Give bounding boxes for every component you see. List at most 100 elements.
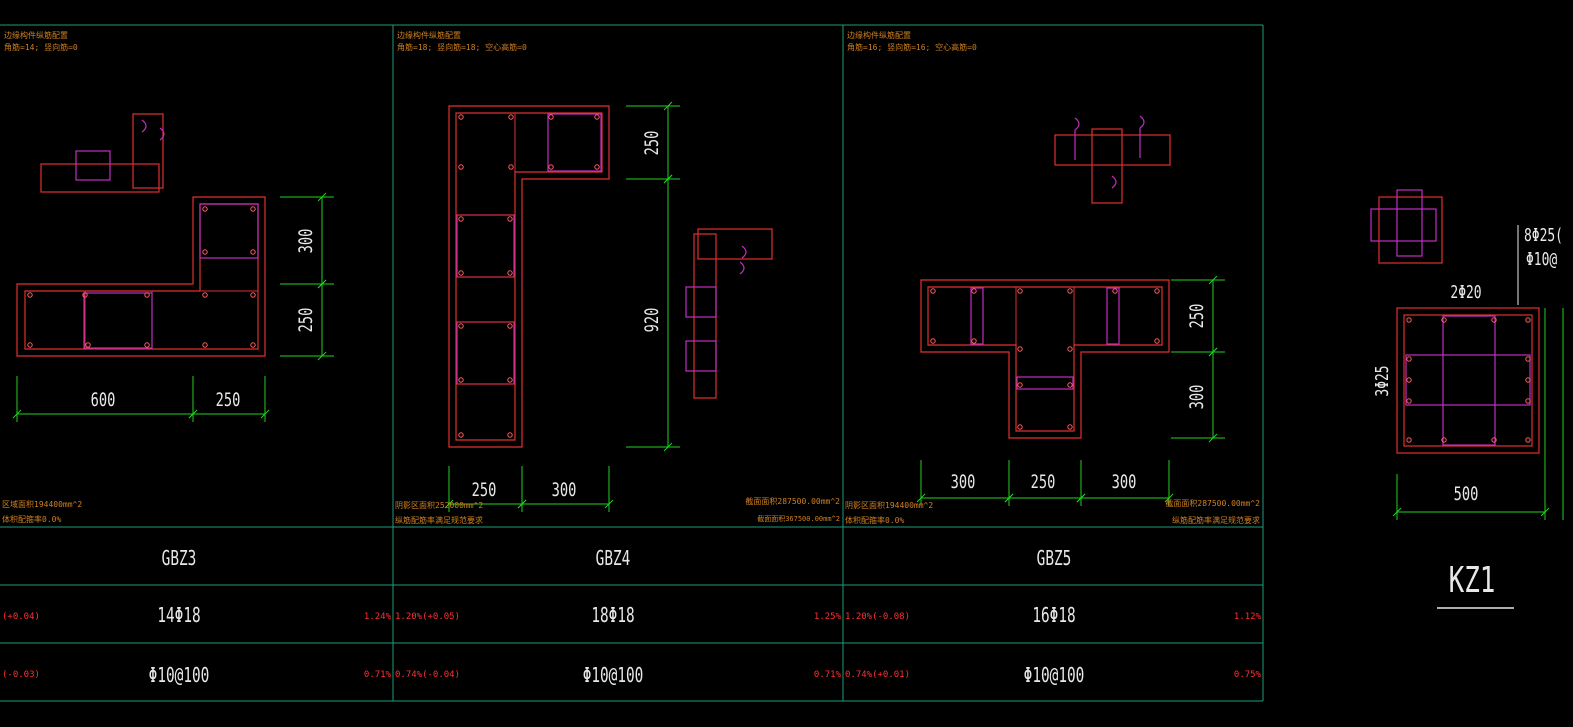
dimension-tick	[260, 409, 270, 419]
top-note: 角筋=14; 竖向筋=0	[4, 42, 78, 52]
ratio-right: 1.25%	[814, 612, 842, 622]
stirrup-inner	[83, 292, 153, 349]
rebar-dot	[971, 338, 977, 344]
rebar-dot	[458, 323, 464, 329]
ratio-left: (-0.03)	[2, 670, 40, 680]
dimension-text: 600	[91, 389, 116, 411]
detail-rect	[40, 163, 160, 193]
top-note: 角筋=16; 竖向筋=16; 空心高筋=0	[847, 42, 977, 52]
area-note: 截面面积287500.00mm^2	[745, 496, 840, 506]
dimension-tick	[1004, 493, 1014, 503]
dimension-text: 300	[295, 229, 317, 254]
stirrup-inner	[456, 214, 515, 278]
concrete-outline	[448, 105, 610, 448]
rebar-dot	[1491, 317, 1497, 323]
dimension-tick	[1076, 493, 1086, 503]
rebar-dot	[548, 164, 554, 170]
area-note: 阴影区面积194400mm^2	[845, 500, 933, 510]
rebar-dot	[250, 342, 256, 348]
dimension-text: 300	[552, 479, 577, 501]
rebar-dot	[930, 338, 936, 344]
detail-stirrup	[685, 340, 717, 372]
rebar-dot	[594, 164, 600, 170]
ratio-left: 1.20%(+0.05)	[395, 612, 460, 622]
rebar-dot	[1525, 377, 1531, 383]
dimension-tick	[663, 174, 673, 184]
rebar-dot	[85, 342, 91, 348]
rebar-dot	[507, 270, 513, 276]
dimension-tick	[12, 409, 22, 419]
rebar-dot	[1067, 346, 1073, 352]
stirrup-inner	[1405, 354, 1531, 406]
rebar-dot	[1406, 398, 1412, 404]
top-note: 边缘构件纵筋配置	[847, 30, 911, 40]
rebar-dot	[458, 114, 464, 120]
concrete-outline	[1396, 307, 1540, 454]
rebar-dot	[458, 216, 464, 222]
area-note: 区域面积194400mm^2	[2, 499, 82, 509]
rebar-dot	[508, 164, 514, 170]
area-note: 阴影区面积252000mm^2	[395, 500, 483, 510]
rebar-dot	[971, 288, 977, 294]
dimension-tick	[916, 493, 926, 503]
ratio-right: 1.12%	[1234, 612, 1262, 622]
rebar-dot	[1525, 356, 1531, 362]
dimension-tick	[517, 499, 527, 509]
rebar-dot	[250, 292, 256, 298]
rebar-dot	[250, 249, 256, 255]
dimension-text: 300	[951, 471, 976, 493]
dimension-tick	[1392, 507, 1402, 517]
stirrup-spec: Φ10@100	[149, 665, 210, 688]
stirrup-spec: Φ10@100	[1024, 665, 1085, 688]
rebar-dot	[507, 377, 513, 383]
rebar-dot	[1017, 424, 1023, 430]
stirrup-hook	[141, 119, 147, 133]
dimension-text: 300	[1186, 385, 1208, 410]
area-note: 纵筋配筋率满足规范要求	[1172, 515, 1260, 525]
rebar-dot	[458, 377, 464, 383]
dimension-tick	[444, 499, 454, 509]
rebar-dot	[507, 432, 513, 438]
rebar-dot	[1406, 377, 1412, 383]
stirrup-spec: Φ10@100	[583, 665, 644, 688]
area-note: 截面面积367500.00mm^2	[757, 514, 840, 523]
dimension-tick	[317, 279, 327, 289]
detail-rect	[1378, 196, 1443, 264]
rebar-dot	[1441, 437, 1447, 443]
ratio-right: 0.75%	[1234, 670, 1262, 680]
ratio-left: 1.20%(-0.08)	[845, 612, 910, 622]
detail-rect	[132, 113, 164, 189]
rebar-label: 2Φ20	[1450, 281, 1481, 303]
rebar-dot	[1067, 382, 1073, 388]
dimension-text: 500	[1454, 483, 1479, 505]
dimension-tick	[317, 351, 327, 361]
dimension-tick	[663, 442, 673, 452]
rebar-dot	[594, 114, 600, 120]
rebar-dot	[1525, 317, 1531, 323]
rebar-dot	[1406, 317, 1412, 323]
dimension-tick	[663, 101, 673, 111]
rebar-dot	[508, 114, 514, 120]
rebar-dot	[1406, 437, 1412, 443]
dimension-text: 250	[216, 389, 241, 411]
area-note: 纵筋配筋率满足规范要求	[395, 515, 483, 525]
ratio-left: 0.74%(+0.01)	[845, 670, 910, 680]
rebar-dot	[507, 216, 513, 222]
rebar-dot	[202, 342, 208, 348]
dimension-text: 300	[1112, 471, 1137, 493]
rebar-dot	[1067, 424, 1073, 430]
dimension-tick	[1208, 433, 1218, 443]
concrete-outline	[16, 196, 266, 357]
table-frame	[0, 24, 1264, 702]
rebar-dot	[1406, 356, 1412, 362]
stirrup-hook	[1074, 117, 1080, 160]
area-note: 体积配箍率0.0%	[845, 515, 904, 525]
stirrup-hook	[1139, 115, 1145, 158]
rebar-dot	[1112, 288, 1118, 294]
rebar-dot	[27, 342, 33, 348]
